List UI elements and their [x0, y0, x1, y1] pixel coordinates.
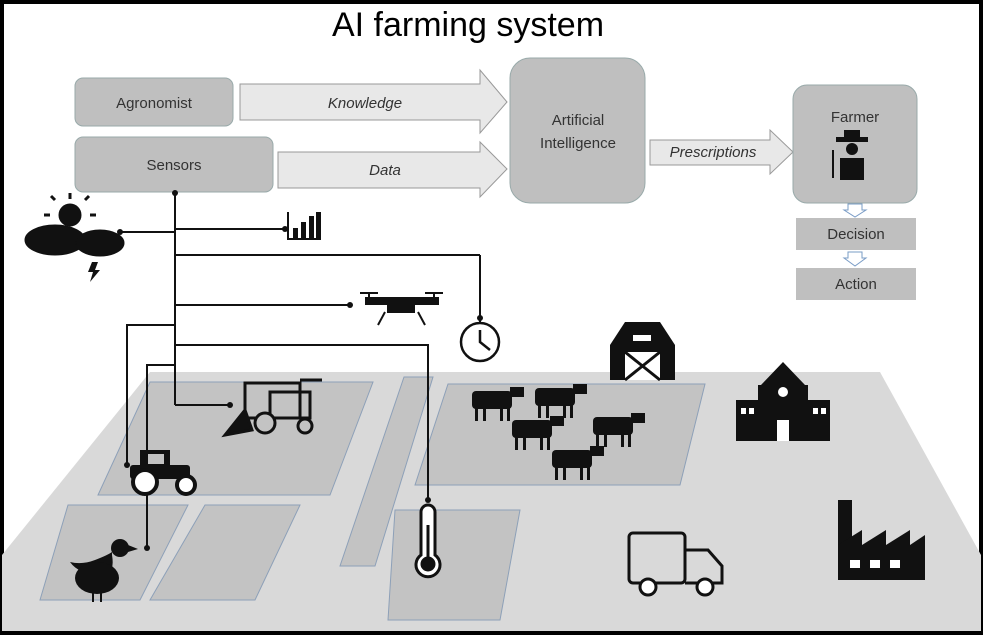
cow-icon: [512, 416, 564, 450]
field-strip: [339, 376, 434, 567]
knowledge-arrow: [239, 68, 508, 135]
barn-icon: [610, 322, 675, 382]
factory-icon: [838, 500, 925, 580]
cow-icon: [552, 446, 604, 480]
farmer-icon: [832, 130, 868, 180]
cow-icon: [593, 413, 645, 447]
ai-label-1: Artificial: [552, 112, 605, 129]
cows: [472, 384, 645, 480]
ai-label-2: Intelligence: [540, 135, 616, 152]
field: [387, 509, 521, 621]
field: [149, 504, 301, 601]
diagram-title: AI farming system: [332, 6, 604, 44]
ai-box: [509, 57, 646, 204]
school-icon: [736, 362, 830, 441]
decision-label: Decision: [827, 226, 885, 243]
thermometer-icon: [414, 503, 442, 579]
clock-icon: [459, 321, 501, 363]
chart-icon: [287, 212, 321, 240]
truck-icon: [627, 531, 724, 597]
cow-icon: [472, 387, 524, 421]
weather-icon: [24, 193, 125, 282]
data-label: Data: [369, 162, 401, 179]
knowledge-label: Knowledge: [328, 95, 402, 112]
drone-icon: [360, 292, 443, 326]
connection-dots: [117, 190, 483, 551]
agronomist-label: Agronomist: [116, 95, 193, 112]
tractor-icon: [130, 450, 197, 496]
pasture: [414, 383, 706, 486]
decision-box: [796, 218, 916, 250]
down-arrow-icon: [842, 251, 868, 267]
sensor-network: [120, 192, 481, 548]
prescriptions-label: Prescriptions: [670, 144, 757, 161]
prescriptions-arrow: [649, 128, 794, 176]
agronomist-box: [74, 77, 234, 127]
down-arrow-icon: [842, 203, 868, 218]
sensors-label: Sensors: [146, 157, 201, 174]
cow-icon: [535, 384, 587, 418]
data-arrow: [277, 140, 508, 199]
farmer-label: Farmer: [831, 109, 879, 126]
action-label: Action: [835, 276, 877, 293]
duck-icon: [70, 539, 138, 602]
harvester-icon: [221, 378, 322, 438]
action-box: [796, 268, 916, 300]
